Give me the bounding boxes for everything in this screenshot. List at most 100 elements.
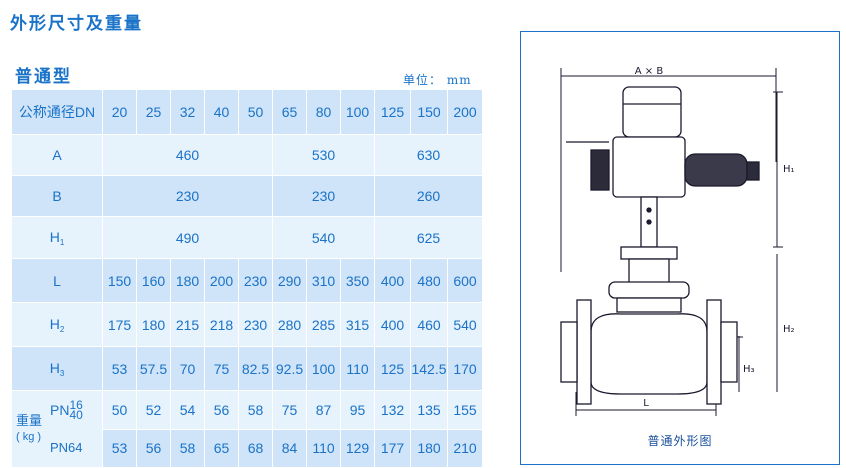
- row-h2-cell: 175: [102, 302, 137, 347]
- row-b-value: 260: [374, 175, 483, 217]
- row-h3-cell: 92.5: [272, 346, 307, 391]
- wt64-cell: 110: [306, 428, 341, 468]
- left-flange: [576, 299, 592, 405]
- wt16-cell: 52: [136, 390, 171, 430]
- row-h3-cell: 53: [102, 346, 137, 391]
- dim-label-top: A × B: [635, 66, 664, 77]
- wt16-cell: 75: [272, 390, 307, 430]
- row-h2-cell: 460: [410, 302, 448, 347]
- row-b: B 230 230 260: [11, 175, 483, 217]
- row-h2-cell: 215: [170, 302, 205, 347]
- weight-label-cell: 重量 ( kg ) PN 16 40 PN64: [11, 390, 103, 468]
- row-h1-value: 490: [102, 216, 273, 259]
- dn-cell: 20: [102, 89, 137, 135]
- row-l-cell: 480: [410, 258, 448, 303]
- row-l-cell: 600: [447, 258, 483, 303]
- row-l-cell: 350: [340, 258, 375, 303]
- dn-cell: 100: [340, 89, 375, 135]
- row-a: A 460 530 630: [11, 134, 483, 176]
- dn-cell: 125: [374, 89, 411, 135]
- row-h2-label: H2: [11, 302, 103, 347]
- actuator-cap: [622, 86, 682, 138]
- row-l-cell: 200: [204, 258, 239, 303]
- wt16-cell: 155: [447, 390, 483, 430]
- wt64-cell: 58: [170, 428, 205, 468]
- row-h1-label: H1: [11, 216, 103, 259]
- dn-cell: 150: [410, 89, 448, 135]
- row-a-value: 460: [102, 134, 273, 176]
- row-h3-cell: 125: [374, 346, 411, 391]
- pn-top-b: 40: [69, 408, 83, 422]
- right-flange: [706, 299, 722, 405]
- row-h3-cell: 110: [340, 346, 375, 391]
- dn-cell: 32: [170, 89, 205, 135]
- row-h3-cell: 57.5: [136, 346, 171, 391]
- wt16-cell: 87: [306, 390, 341, 430]
- row-h2: H2 175 180 215 218 230 280 285 315 400 4…: [11, 302, 483, 347]
- drawing-caption: 普通外形图: [647, 434, 713, 448]
- dn-header-row: 公称通径DN 20 25 32 40 50 65 80 100 125 150 …: [11, 89, 483, 135]
- row-h2-cell: 230: [238, 302, 273, 347]
- row-l-label: L: [11, 258, 103, 303]
- row-b-value: 230: [102, 175, 273, 217]
- row-h3: H3 53 57.5 70 75 82.5 92.5 100 110 125 1…: [11, 346, 483, 391]
- actuator-body: [612, 136, 686, 198]
- wt64-cell: 210: [447, 428, 483, 468]
- pn-top-stack: 16 40: [69, 398, 83, 422]
- handwheel: [590, 149, 610, 191]
- weight-label: 重量: [16, 413, 43, 428]
- section-title: 外形尺寸及重量: [10, 14, 143, 34]
- pn-top-prefix: PN: [50, 402, 70, 418]
- dn-label: 公称通径DN: [11, 89, 103, 135]
- valve-drawing-svg: A × B H₁ H₂ H₃ L: [560, 66, 795, 416]
- row-h3-cell: 82.5: [238, 346, 273, 391]
- row-l-cell: 310: [306, 258, 341, 303]
- weight-unit: ( kg ): [16, 431, 42, 443]
- dimension-table: 公称通径DN 20 25 32 40 50 65 80 100 125 150 …: [11, 89, 483, 468]
- dn-cell: 50: [238, 89, 273, 135]
- row-weight-pn16-40: 重量 ( kg ) PN 16 40 PN64 50 52 54 56: [11, 390, 483, 468]
- motor-housing: [684, 153, 748, 187]
- row-h2-cell: 285: [306, 302, 341, 347]
- row-a-label: A: [11, 134, 103, 176]
- row-l-cell: 290: [272, 258, 307, 303]
- row-l-cell: 230: [238, 258, 273, 303]
- wt64-cell: 129: [340, 428, 375, 468]
- row-h3-cell: 70: [170, 346, 205, 391]
- yoke-plate: [620, 246, 678, 260]
- dn-cell: 40: [204, 89, 239, 135]
- wt16-cell: 135: [410, 390, 448, 430]
- row-b-label: B: [11, 175, 103, 217]
- row-l: L 150 160 180 200 230 290 310 350 400 48…: [11, 258, 483, 303]
- row-h2-cell: 315: [340, 302, 375, 347]
- dn-cell: 80: [306, 89, 341, 135]
- row-h1-value: 540: [272, 216, 375, 259]
- dim-label-h2: H₂: [783, 324, 795, 335]
- row-h3-cell: 142.5: [410, 346, 448, 391]
- pn-top-a: 16: [69, 398, 83, 412]
- row-h2-cell: 218: [204, 302, 239, 347]
- pn-bottom-label: PN64: [50, 440, 83, 455]
- wt64-cell: 56: [136, 428, 171, 468]
- row-l-cell: 180: [170, 258, 205, 303]
- wt64-cell: 177: [374, 428, 411, 468]
- row-h3-cell: 170: [447, 346, 483, 391]
- wt64-cell: 84: [272, 428, 307, 468]
- wt64-cell: 180: [410, 428, 448, 468]
- wt16-cell: 56: [204, 390, 239, 430]
- wt16-cell: 54: [170, 390, 205, 430]
- row-a-value: 530: [272, 134, 375, 176]
- valve-outline-drawing: A × B H₁ H₂ H₃ L 普通外形图: [520, 31, 840, 465]
- bonnet-flange: [608, 281, 690, 299]
- row-l-cell: 160: [136, 258, 171, 303]
- wt16-cell: 58: [238, 390, 273, 430]
- row-h1-value: 625: [374, 216, 483, 259]
- row-l-cell: 150: [102, 258, 137, 303]
- dn-cell: 25: [136, 89, 171, 135]
- wt16-cell: 132: [374, 390, 411, 430]
- row-h1: H1 490 540 625: [11, 216, 483, 259]
- wt16-cell: 95: [340, 390, 375, 430]
- dim-label-l: L: [643, 398, 649, 409]
- row-h2-cell: 400: [374, 302, 411, 347]
- row-h2-cell: 280: [272, 302, 307, 347]
